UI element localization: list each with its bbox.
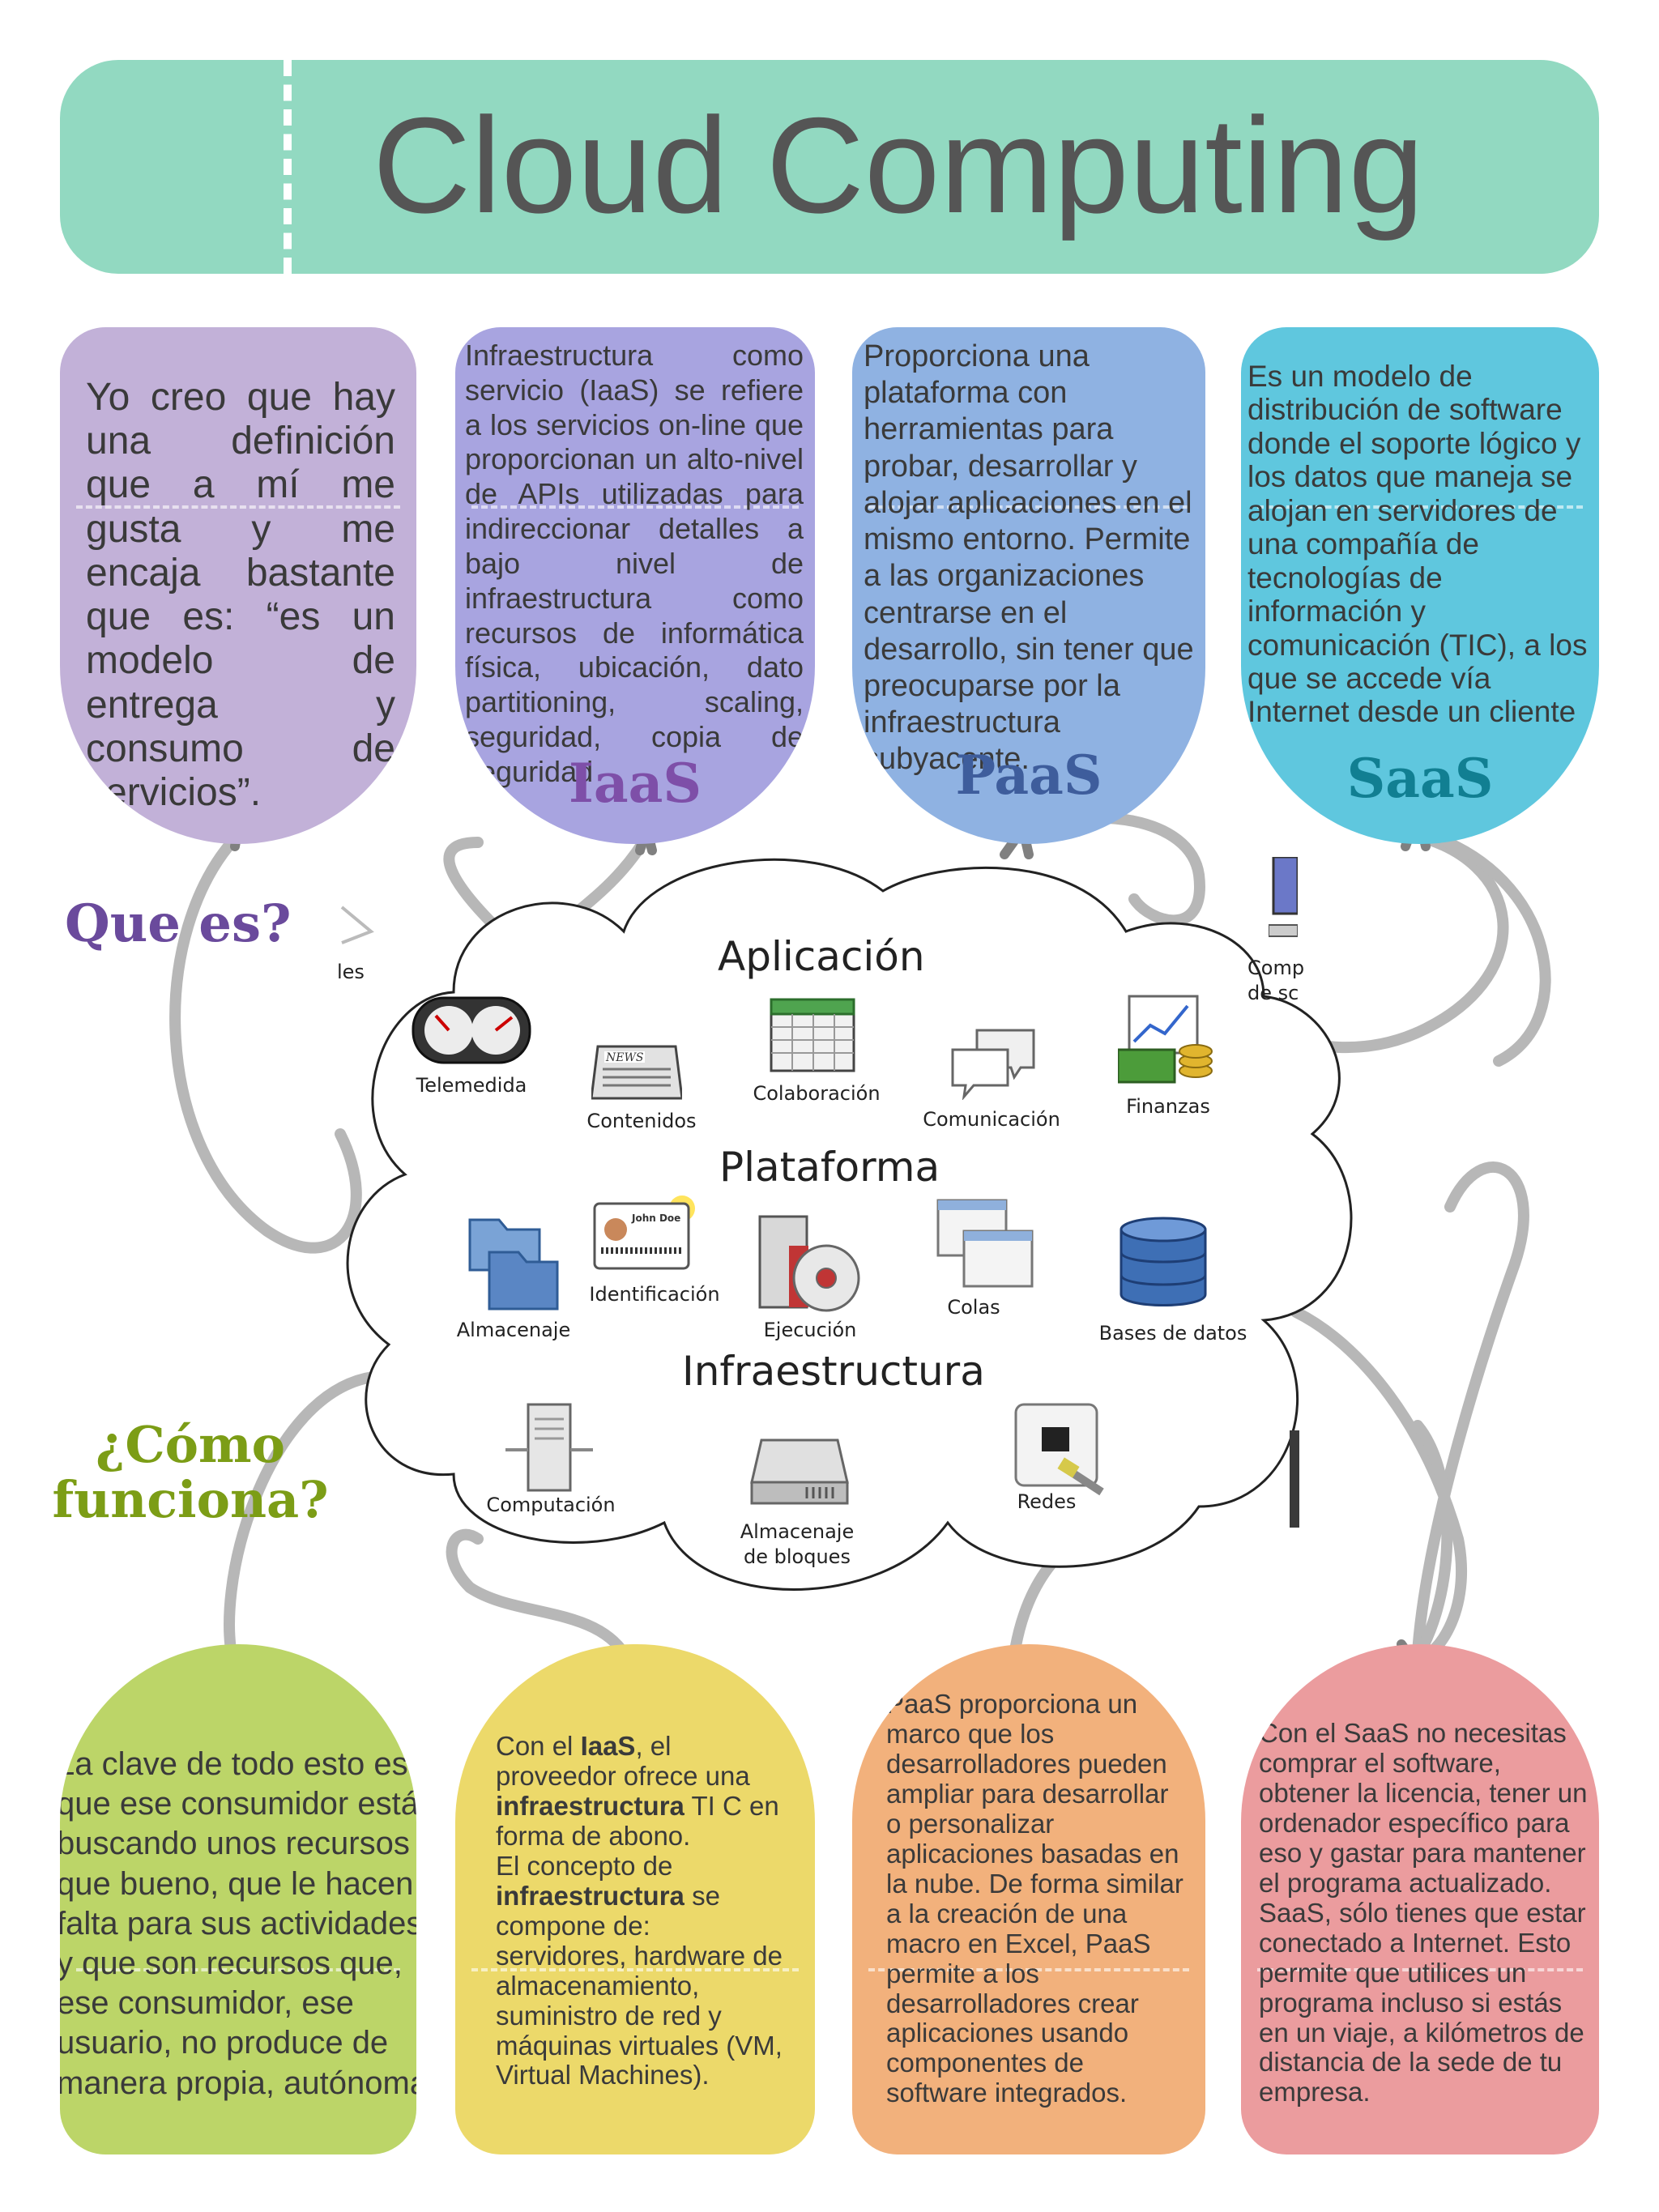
iaas-p2-pre: El concepto de xyxy=(496,1850,673,1881)
news-icon: NEWS xyxy=(591,1045,682,1100)
id-card-icon: John Doe xyxy=(593,1196,695,1270)
execution-disc-icon xyxy=(758,1215,860,1312)
iaas-p1-mid: , el proveedor ofrece una xyxy=(496,1731,750,1791)
iaas-detail-p1: Con el IaaS, el proveedor ofrece una inf… xyxy=(496,1731,787,1852)
id-card-glyph: John Doe xyxy=(631,1213,680,1224)
news-glyph: NEWS xyxy=(605,1051,643,1064)
label-colas: Colas xyxy=(947,1296,1000,1319)
label-ejecucion: Ejecución xyxy=(763,1319,857,1341)
label-bases-datos: Bases de datos xyxy=(1098,1322,1247,1345)
layer-plataforma: Plataforma xyxy=(719,1144,940,1191)
cord-right xyxy=(1290,1161,1529,1661)
banner-divider xyxy=(284,60,292,274)
card-iaas-detail: Con el IaaS, el proveedor ofrece una inf… xyxy=(455,1644,815,2154)
cord-intro xyxy=(169,829,362,1254)
iaas-title: IaaS xyxy=(568,752,702,815)
iaas-p1-bold: IaaS xyxy=(580,1731,636,1761)
card-saas-detail: Con el SaaS no necesitas comprar el soft… xyxy=(1241,1644,1599,2154)
windows-queue-icon xyxy=(936,1199,1034,1288)
card-paas-detail: PaaS proporciona un marco que los desarr… xyxy=(852,1644,1205,2154)
label-que-es: Que es? xyxy=(65,893,292,954)
iaas-p1-bold2: infraestructura xyxy=(496,1790,684,1821)
label-comunicacion: Comunicación xyxy=(923,1108,1060,1131)
saas-description: Es un modelo de distribución de software… xyxy=(1247,360,1588,729)
label-finanzas: Finanzas xyxy=(1126,1095,1210,1118)
cloud-shape xyxy=(346,858,1353,1591)
iaas-detail-text: Con el IaaS, el proveedor ofrece una inf… xyxy=(496,1731,787,2091)
iaas-p2-bold: infraestructura xyxy=(496,1880,684,1911)
peek-comp-line-1: Comp xyxy=(1247,957,1305,979)
cord-saas-2 xyxy=(1420,829,1551,1067)
label-almacenaje-bloques-2: de bloques xyxy=(744,1545,851,1569)
page-title: Cloud Computing xyxy=(373,89,1425,241)
label-identificacion: Identificación xyxy=(589,1283,720,1306)
clave-text: La clave de todo esto es que ese consumi… xyxy=(60,1746,416,2101)
iaas-p2-post: se compone de: servidores, hardware de a… xyxy=(496,1880,783,2091)
cord-bottom-saas xyxy=(1404,1420,1453,1674)
telemetry-gauge-icon xyxy=(412,996,531,1064)
intro-text: Yo creo que hay una definición que a mí … xyxy=(86,376,395,815)
paas-title: PaaS xyxy=(955,744,1102,807)
iaas-p1-post: TI C en forma de abono. xyxy=(496,1790,779,1851)
peek-comp-line-2: de sc xyxy=(1247,982,1299,1005)
label-almacenaje-bloques-1: Almacenaje xyxy=(740,1520,855,1543)
label-almacenaje-bloques: Almacenaje de bloques xyxy=(740,1519,854,1570)
folder-icon xyxy=(468,1218,559,1311)
label-contenidos: Contenidos xyxy=(586,1110,697,1132)
cord-bottom-iaas xyxy=(446,1528,638,1674)
title-banner xyxy=(60,60,1599,274)
finance-chart-icon xyxy=(1118,995,1213,1084)
saas-detail-text: Con el SaaS no necesitas comprar el soft… xyxy=(1259,1718,1588,2108)
peek-monitor-icon xyxy=(1269,857,1298,937)
label-redes: Redes xyxy=(1017,1490,1077,1513)
iaas-detail-p2: El concepto de infraestructura se compon… xyxy=(496,1850,787,2091)
layer-aplicacion: Aplicación xyxy=(718,933,925,980)
card-paas: Proporciona una plataforma con herramien… xyxy=(852,327,1205,844)
peek-les: les xyxy=(337,961,365,983)
label-computacion: Computación xyxy=(486,1494,616,1516)
paas-description: Proporciona una plataforma con herramien… xyxy=(864,339,1194,777)
label-como-funciona: ¿Cómo funciona? xyxy=(52,1415,329,1530)
card-clave: La clave de todo esto es que ese consumi… xyxy=(60,1644,416,2154)
peek-pointer-icon xyxy=(340,906,374,944)
peek-comp: Comp de sc xyxy=(1247,956,1304,1006)
card-saas: Es un modelo de distribución de software… xyxy=(1241,327,1599,844)
layer-infraestructura: Infraestructura xyxy=(682,1348,985,1395)
card-intro: Yo creo que hay una definición que a mí … xyxy=(60,327,416,844)
cord-clave xyxy=(224,1371,378,1674)
label-colaboracion: Colaboración xyxy=(753,1082,881,1105)
database-icon xyxy=(1120,1217,1207,1306)
saas-title: SaaS xyxy=(1346,747,1494,810)
label-almacenaje: Almacenaje xyxy=(456,1319,571,1341)
peek-device-icon xyxy=(1290,1430,1299,1528)
card-iaas: Infraestructura como servicio (IaaS) se … xyxy=(455,327,815,844)
server-icon xyxy=(505,1403,593,1492)
iaas-p1-pre: Con el xyxy=(496,1731,581,1761)
chat-bubbles-icon xyxy=(951,1029,1035,1100)
label-telemedida: Telemedida xyxy=(416,1074,527,1097)
network-jack-icon xyxy=(1014,1403,1104,1496)
paas-detail-text: PaaS proporciona un marco que los desarr… xyxy=(886,1689,1183,2108)
iaas-description: Infraestructura como servicio (IaaS) se … xyxy=(465,339,804,788)
hard-drive-icon xyxy=(750,1438,849,1505)
calendar-icon xyxy=(770,998,855,1072)
